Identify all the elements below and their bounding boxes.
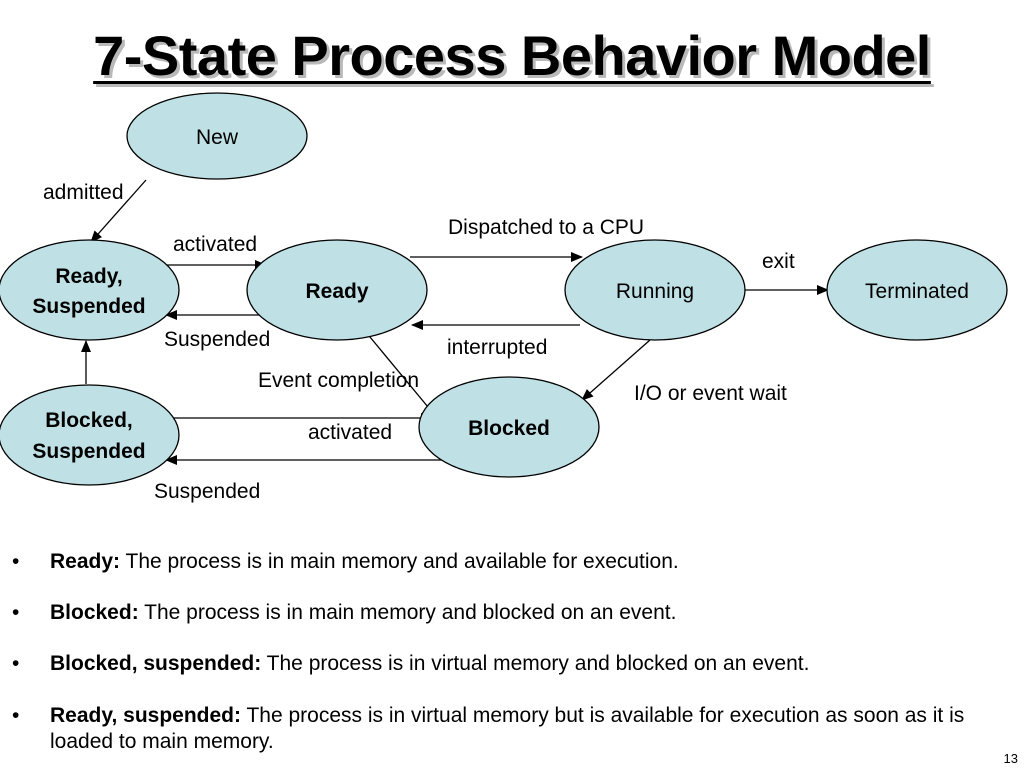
label-io-wait: I/O or event wait — [634, 382, 787, 405]
state-new-shape — [126, 92, 308, 180]
state-blocked-shape — [418, 376, 600, 478]
definition-term: Ready, suspended: — [50, 704, 241, 727]
bullet-marker: • — [12, 601, 20, 624]
state-new: New — [126, 92, 308, 180]
label-exit: exit — [762, 250, 795, 273]
label-dispatched: Dispatched to a CPU — [448, 216, 644, 239]
state-running-label: Running — [616, 280, 694, 303]
label-interrupted: interrupted — [447, 336, 547, 359]
state-blocked: Blocked — [418, 376, 600, 478]
state-ready-suspended-shape — [0, 239, 180, 341]
bullet-marker: • — [12, 652, 20, 675]
label-activated-bottom: activated — [308, 421, 392, 444]
label-activated-top: activated — [173, 233, 257, 256]
definition-text: Blocked, suspended: The process is in vi… — [50, 651, 995, 677]
state-ready-label: Ready — [305, 280, 368, 303]
definition-body: The process is in main memory and availa… — [120, 550, 679, 573]
state-blocked-suspended-shape — [0, 384, 180, 486]
label-suspended-top: Suspended — [164, 328, 270, 351]
edge-admitted — [90, 179, 147, 243]
definition-body: The process is in virtual memory but is … — [50, 704, 965, 753]
definition-text: Blocked: The process is in main memory a… — [50, 600, 995, 626]
definition-body: The process is in main memory and blocke… — [138, 601, 677, 624]
label-suspended-bottom: Suspended — [154, 480, 260, 503]
state-terminated: Terminated — [826, 239, 1008, 341]
state-diagram: New Ready, Suspended Ready Running Termi… — [0, 92, 1008, 503]
definition-text: Ready: The process is in main memory and… — [50, 549, 995, 575]
state-terminated-label: Terminated — [865, 280, 969, 303]
state-new-label: New — [196, 126, 239, 149]
state-ready: Ready — [246, 239, 428, 341]
state-ready-suspended-label-line1: Ready, — [55, 265, 122, 288]
definition-text: Ready, suspended: The process is in virt… — [50, 703, 995, 755]
definition-term: Blocked: — [50, 601, 139, 624]
state-blocked-suspended-label-line2: Suspended — [32, 440, 145, 463]
definition-term: Ready: — [50, 550, 121, 573]
state-terminated-shape — [826, 239, 1008, 341]
bullet-marker: • — [12, 704, 20, 727]
state-blocked-label: Blocked — [468, 417, 550, 440]
state-running: Running — [564, 239, 746, 341]
state-blocked-suspended: Blocked, Suspended — [0, 384, 180, 486]
slide-title: 7-State Process Behavior Model — [93, 24, 931, 87]
state-running-shape — [564, 239, 746, 341]
page-number: 13 — [1003, 751, 1018, 766]
transition-edges — [81, 179, 829, 465]
edge-io-wait — [581, 339, 651, 401]
state-ready-shape — [246, 239, 428, 341]
definition-term: Blocked, suspended: — [50, 652, 262, 675]
bullet-marker: • — [12, 550, 20, 573]
edge-event-completion — [359, 324, 429, 408]
state-blocked-suspended-label-line1: Blocked, — [45, 409, 133, 432]
label-admitted: admitted — [43, 181, 124, 204]
state-ready-suspended-label-line2: Suspended — [32, 295, 145, 318]
state-ready-suspended: Ready, Suspended — [0, 239, 180, 341]
definition-body: The process is in virtual memory and blo… — [261, 652, 810, 675]
label-event-completion: Event completion — [258, 369, 419, 392]
